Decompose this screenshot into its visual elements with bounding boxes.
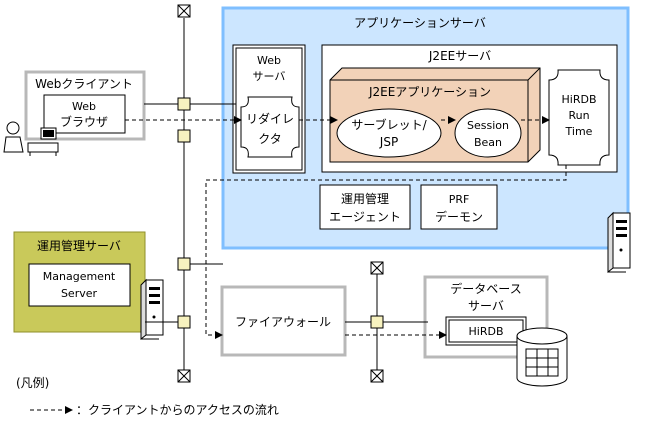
web-browser-label-2: ブラウザ [60,114,108,129]
hirdb-runtime-label-2: Run [568,109,589,122]
network-backbone [177,4,384,383]
legend-title: (凡例) [16,376,49,390]
mgmt-agent-label-2: エージェント [329,210,401,224]
session-bean-label-2: Bean [474,136,502,149]
session-bean-node: Session Bean [454,108,522,158]
servlet-jsp-node: サーブレット/ JSP [336,108,442,158]
redirector-label-1: リダイレ [246,111,294,126]
prf-daemon-box: PRF デーモン [420,184,498,230]
web-browser-label-1: Web [72,100,96,113]
firewall-box: ファイアウォール [220,285,347,357]
db-server-inner: HiRDB [469,325,504,338]
hirdb-runtime-label-3: Time [565,125,593,138]
app-server-title: アプリケーションサーバ [354,16,486,30]
j2ee-server-title: J2EEサーバ [428,49,491,63]
servlet-label-2: JSP [379,135,398,149]
access-flow-path [125,116,567,339]
web-client-title: Webクライアント [35,77,133,91]
web-server-label-1: Web [257,54,281,67]
mgmt-server-tower-icon [140,278,164,341]
prf-daemon-label-2: デーモン [435,209,483,224]
mgmt-agent-label-1: 運用管理 [341,191,389,206]
mgmt-server-title: 運用管理サーバ [37,238,121,253]
db-server-label-2: サーバ [468,299,504,313]
user-icon [3,121,59,156]
redirector-box: リダイレ クタ [240,96,300,158]
hirdb-runtime-box: HiRDB Run Time [548,69,610,166]
mgmt-agent-box: 運用管理 エージェント [319,184,411,230]
legend-arrow-text: ：クライアントからのアクセスの流れ [76,403,279,417]
mgmt-server-inner-2: Server [61,287,98,300]
app-server-tower-icon [607,211,631,274]
web-server-label-2: サーバ [253,70,286,83]
db-server-label-1: データベース [450,281,521,296]
web-client-box: Webクライアント Web ブラウザ [24,70,146,141]
prf-daemon-label-1: PRF [449,193,470,206]
hirdb-runtime-label-1: HiRDB [562,93,597,106]
database-icon [516,327,568,387]
session-bean-label-1: Session [467,119,509,132]
mgmt-server-inner-1: Management [43,270,116,283]
j2ee-app-title: J2EEアプリケーション [368,85,491,99]
redirector-label-2: クタ [258,132,282,146]
servlet-label-1: サーブレット/ [351,117,427,132]
firewall-label: ファイアウォール [235,315,331,329]
legend: (凡例) ：クライアントからのアクセスの流れ [16,376,279,417]
mgmt-server-box: 運用管理サーバ Management Server [13,231,146,333]
